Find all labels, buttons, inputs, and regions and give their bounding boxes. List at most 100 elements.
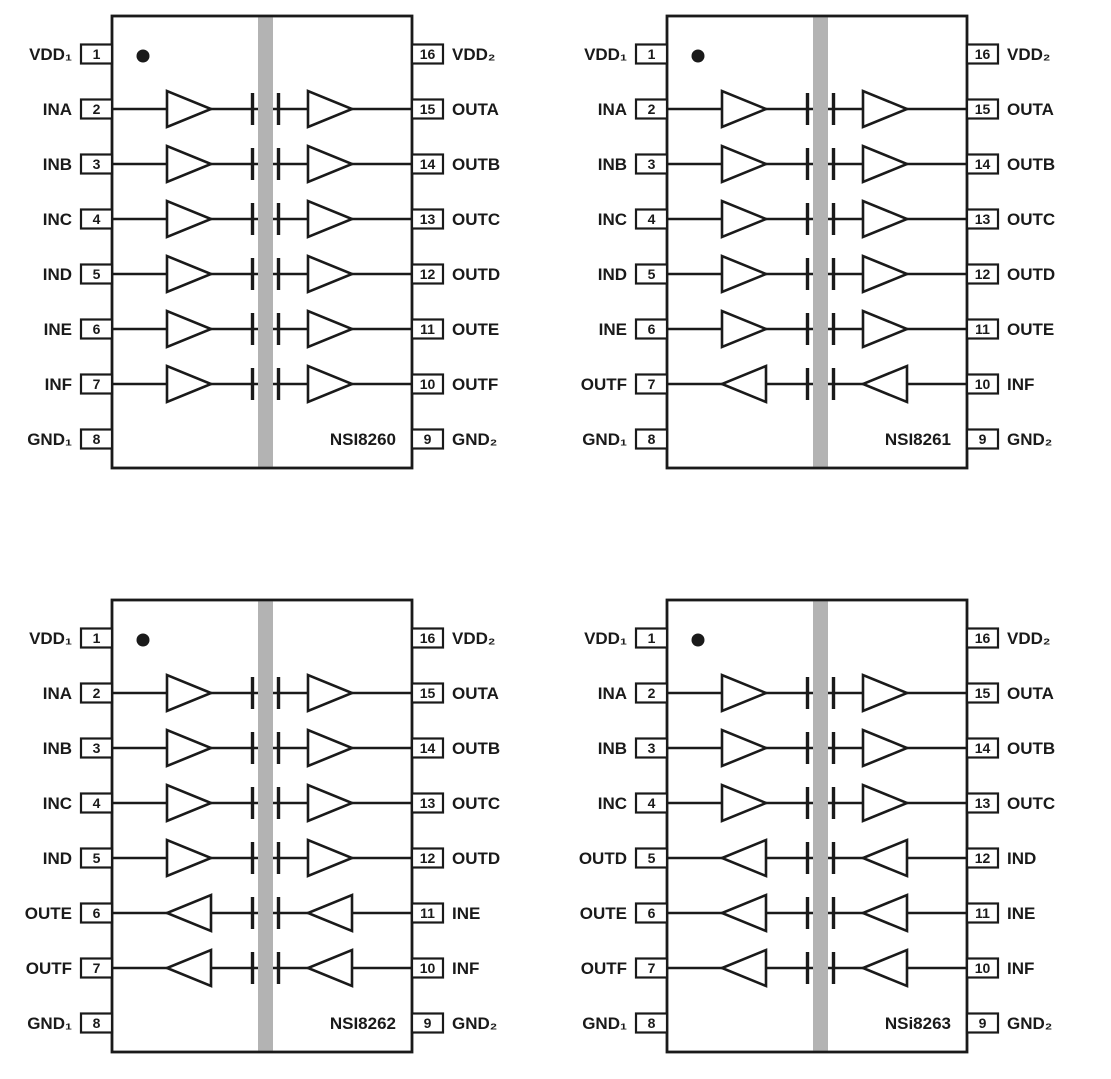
pin-box-left [79, 682, 114, 704]
pin-label: OUTC [1007, 794, 1055, 813]
pin-label: OUTA [452, 684, 499, 703]
pin-number: 14 [420, 740, 436, 756]
pin-box-left [79, 792, 114, 814]
pin-box-right [965, 318, 1000, 340]
pin-box-left [634, 627, 669, 649]
buffer-triangle-reverse [859, 364, 909, 404]
pin-label: OUTD [579, 849, 627, 868]
pin-box-right [410, 153, 445, 175]
buffer-triangle-forward [720, 199, 770, 239]
pin-label: OUTE [580, 904, 627, 923]
pin-label: GND₁ [27, 430, 72, 449]
pin-number: 4 [93, 795, 101, 811]
pin-box-right [965, 153, 1000, 175]
pin-number: 1 [648, 46, 656, 62]
pin-number: 16 [975, 46, 991, 62]
pin-box-left [634, 263, 669, 285]
pin-box-right [965, 847, 1000, 869]
chip-name: NSI8261 [885, 430, 951, 449]
pin-label: INE [44, 320, 72, 339]
buffer-triangle-forward [861, 89, 911, 129]
pin-box-left [79, 318, 114, 340]
pin-number: 12 [975, 850, 991, 866]
pin-box-right [410, 428, 445, 450]
pin-label: VDD₁ [29, 45, 72, 64]
pin-label: OUTB [452, 739, 500, 758]
pin-label: IND [598, 265, 627, 284]
pin-label: OUTC [452, 794, 500, 813]
pin-box-right [410, 98, 445, 120]
pin-number: 2 [93, 101, 101, 117]
pin-label: GND₁ [582, 430, 627, 449]
buffer-triangle-forward [165, 783, 215, 823]
pin-number: 10 [420, 376, 436, 392]
pin-number: 11 [420, 321, 435, 337]
buffer-triangle-forward [306, 728, 356, 768]
pin-box-left [79, 208, 114, 230]
pin-number: 15 [420, 685, 436, 701]
buffer-triangle-forward [861, 254, 911, 294]
pin-box-left [634, 98, 669, 120]
pin-box-left [79, 1012, 114, 1034]
pin-box-right [965, 737, 1000, 759]
pin-label: VDD₁ [584, 45, 627, 64]
isolation-barrier [258, 601, 273, 1051]
pin-number: 3 [93, 156, 101, 172]
pin-label: INE [599, 320, 627, 339]
buffer-triangle-forward [165, 838, 215, 878]
buffer-triangle-forward [306, 144, 356, 184]
pin-number: 14 [975, 740, 991, 756]
pin-number: 15 [975, 685, 991, 701]
pin1-marker-dot [691, 633, 705, 647]
pin-label: IND [43, 849, 72, 868]
pin1-marker-dot [136, 49, 150, 63]
buffer-triangle-reverse [718, 893, 768, 933]
buffer-triangle-forward [165, 673, 215, 713]
pin-label: OUTA [1007, 100, 1054, 119]
pin-label: VDD₂ [1007, 45, 1050, 64]
pin-box-right [965, 98, 1000, 120]
pin-label: VDD₁ [584, 629, 627, 648]
pin-box-right [410, 792, 445, 814]
pin-number: 3 [648, 740, 656, 756]
pin-label: OUTF [581, 959, 627, 978]
buffer-triangle-reverse [718, 364, 768, 404]
pin-box-right [410, 208, 445, 230]
pin-box-right [410, 902, 445, 924]
pin-label: INE [452, 904, 480, 923]
buffer-triangle-forward [720, 673, 770, 713]
pin-label: OUTE [1007, 320, 1054, 339]
pin-number: 14 [420, 156, 436, 172]
buffer-triangle-forward [306, 309, 356, 349]
pin-number: 11 [975, 905, 990, 921]
pin-number: 7 [93, 960, 101, 976]
pin-label: INB [598, 739, 627, 758]
pin-label: GND₁ [582, 1014, 627, 1033]
pin-box-left [634, 957, 669, 979]
pin-label: INA [43, 100, 72, 119]
pin-label: OUTF [581, 375, 627, 394]
pin-box-left [634, 792, 669, 814]
pin-label: INF [45, 375, 72, 394]
buffer-triangle-forward [165, 254, 215, 294]
buffer-triangle-forward [306, 673, 356, 713]
pin-label: INB [43, 155, 72, 174]
pin-label: INE [1007, 904, 1035, 923]
pin-label: GND₂ [452, 1014, 497, 1033]
pin-number: 4 [648, 795, 656, 811]
pin-box-right [410, 373, 445, 395]
pin-box-right [965, 682, 1000, 704]
buffer-triangle-forward [306, 364, 356, 404]
pin-label: INC [598, 794, 627, 813]
pin-number: 9 [424, 431, 432, 447]
pin-box-left [79, 43, 114, 65]
pin-label: OUTB [452, 155, 500, 174]
pin-number: 11 [420, 905, 435, 921]
pin-number: 5 [648, 850, 656, 866]
pin-box-right [410, 957, 445, 979]
pin-label: INC [43, 210, 72, 229]
pin-box-left [634, 682, 669, 704]
buffer-triangle-forward [165, 364, 215, 404]
